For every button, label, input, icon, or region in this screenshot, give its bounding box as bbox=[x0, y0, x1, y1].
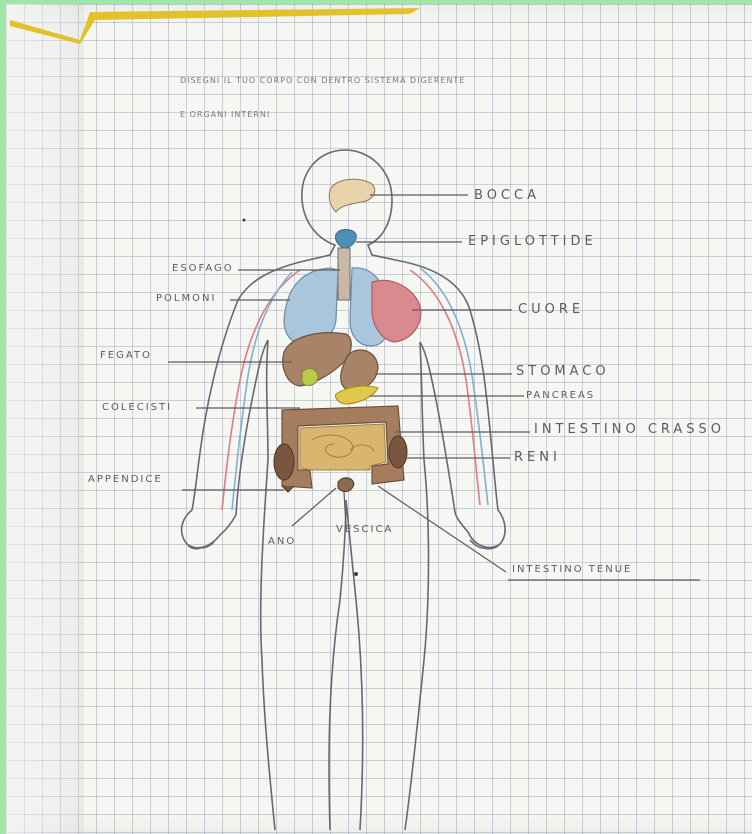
appendix-organ bbox=[282, 486, 294, 492]
label-vescica: VESCICA bbox=[336, 524, 393, 535]
label-colecisti: COLECISTI bbox=[102, 402, 172, 413]
right-arm-inner bbox=[420, 342, 455, 512]
vein-line-right bbox=[420, 268, 488, 505]
small-intestine-organ bbox=[300, 424, 386, 470]
mouth-organ bbox=[329, 179, 375, 212]
left-hand-fingers bbox=[188, 542, 214, 549]
pencil-dot-2 bbox=[243, 219, 246, 222]
title-line-1: DISEGNI IL TUO CORPO CON DENTRO SISTEMA … bbox=[180, 76, 465, 85]
pencil-dot bbox=[354, 572, 358, 576]
label-intestino-crasso: INTESTINO CRASSO bbox=[534, 422, 725, 437]
label-epiglottide: EPIGLOTTIDE bbox=[468, 234, 597, 249]
heart-organ bbox=[372, 280, 421, 342]
right-kidney bbox=[389, 436, 407, 468]
title-line-2: E ORGANI INTERNI bbox=[180, 110, 270, 119]
esophagus-organ bbox=[338, 248, 350, 300]
bladder-organ bbox=[338, 478, 354, 492]
notebook-cover-edge bbox=[10, 8, 420, 44]
legs-inner bbox=[329, 500, 363, 830]
label-stomaco: STOMACO bbox=[516, 364, 610, 379]
label-pancreas: PANCREAS bbox=[526, 390, 595, 401]
torso-left bbox=[261, 340, 275, 830]
label-intestino-tenue: INTESTINO TENUE bbox=[512, 564, 632, 575]
label-esofago: ESOFAGO bbox=[172, 263, 234, 274]
label-polmoni: POLMONI bbox=[156, 293, 216, 304]
artery-line-right bbox=[410, 270, 480, 505]
pancreas-organ bbox=[335, 386, 378, 404]
left-kidney bbox=[274, 444, 294, 480]
epiglottis-organ bbox=[335, 230, 356, 249]
torso-right bbox=[405, 342, 429, 830]
label-reni: RENI bbox=[514, 450, 561, 465]
label-appendice: APPENDICE bbox=[88, 474, 163, 485]
label-fegato: FEGATO bbox=[100, 350, 152, 361]
label-bocca: BOCCA bbox=[474, 188, 540, 203]
label-ano: ANO bbox=[268, 536, 296, 547]
gallbladder-organ bbox=[302, 369, 318, 386]
label-cuore: CUORE bbox=[518, 302, 584, 317]
head-right bbox=[345, 150, 505, 547]
